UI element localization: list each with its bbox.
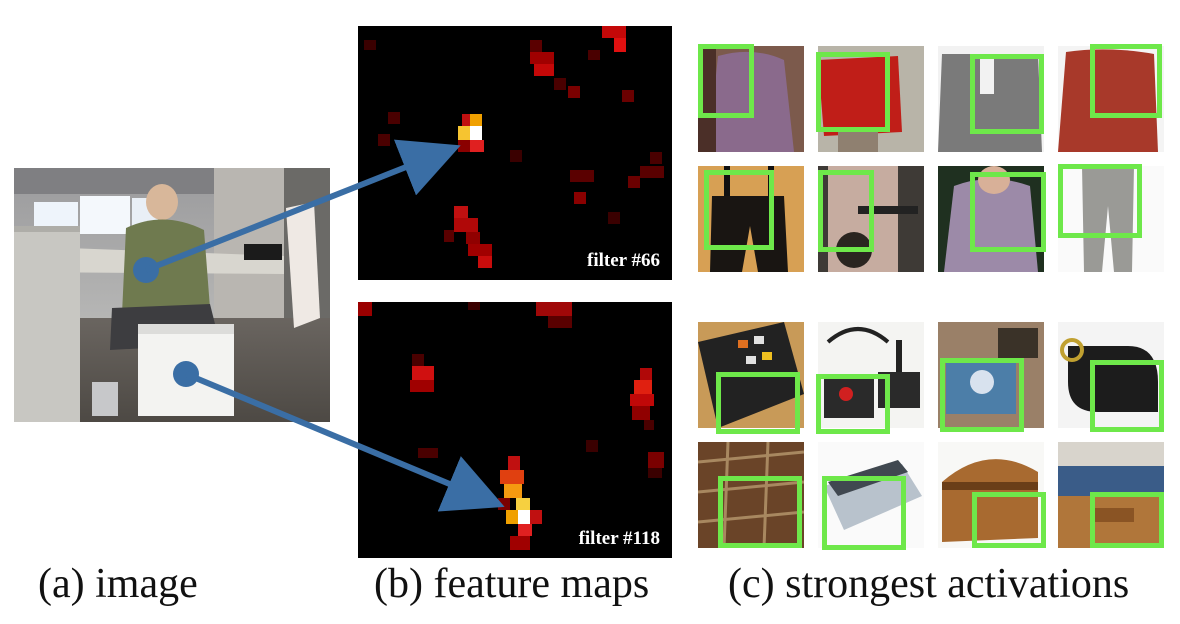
activation-box: [816, 52, 890, 132]
activation-patch: [1058, 46, 1164, 152]
activation-box: [1090, 492, 1164, 548]
activation-box: [940, 358, 1024, 432]
activation-box: [970, 172, 1046, 252]
activation-patch: [698, 442, 804, 548]
activation-box: [716, 372, 800, 434]
activation-box: [1090, 360, 1164, 432]
activation-box: [718, 476, 802, 548]
activation-box: [970, 54, 1044, 134]
activation-box: [818, 170, 874, 252]
filter-label-66: filter #66: [587, 250, 660, 271]
activation-box: [822, 476, 906, 550]
activation-patch: [818, 46, 924, 152]
activation-box: [816, 374, 890, 434]
activation-patch: [698, 166, 804, 272]
activation-patch: [1058, 166, 1164, 272]
caption-image: (a) image: [38, 561, 198, 607]
activation-box: [972, 492, 1046, 548]
activation-box: [1058, 164, 1142, 238]
activation-patch: [938, 46, 1044, 152]
activation-box: [704, 170, 774, 250]
caption-feature-maps: (b) feature maps: [374, 561, 650, 607]
activation-box: [1090, 44, 1162, 118]
activation-patch: [938, 322, 1044, 428]
activation-box: [698, 44, 754, 118]
filter-label-118: filter #118: [578, 528, 660, 549]
caption-strongest-activations: (c) strongest activations: [728, 561, 1130, 607]
